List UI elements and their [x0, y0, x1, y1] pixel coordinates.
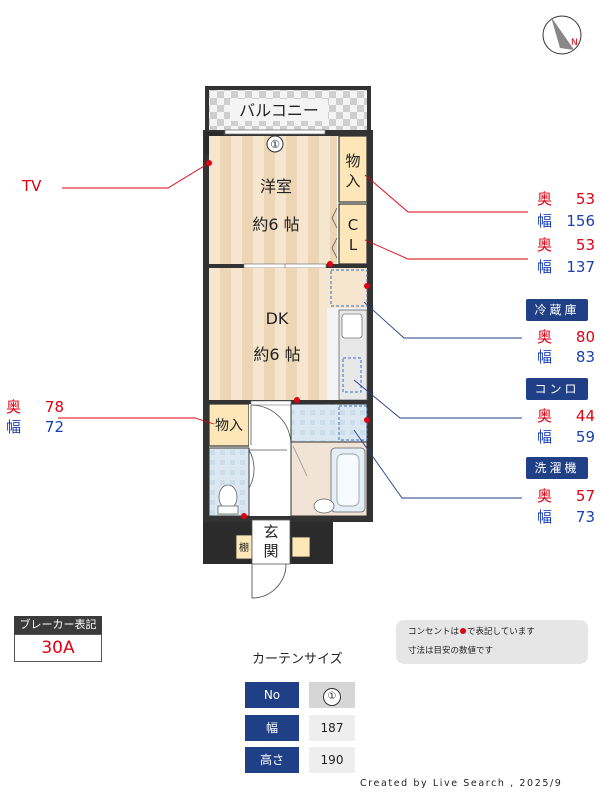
- dk-room: [209, 268, 327, 400]
- outlet-dot: [294, 397, 300, 403]
- note-line1-b: で表記しています: [467, 627, 535, 637]
- svg-text:物入: 物入: [215, 418, 243, 434]
- washbasin: [313, 498, 335, 514]
- stove-space: [342, 357, 362, 393]
- outlet-dot: [241, 513, 247, 519]
- note-line2: 寸法は目安の数値です: [408, 646, 494, 656]
- closet: [338, 203, 368, 265]
- outlet-dot: [327, 261, 333, 267]
- stove-badge: コンロ: [526, 378, 588, 400]
- balcony-label: バルコニー: [239, 101, 319, 120]
- svg-text:物: 物: [345, 152, 360, 170]
- outlet-dot-icon: [460, 628, 467, 634]
- svg-text:C: C: [348, 216, 358, 234]
- curtain-title: カーテンサイズ: [252, 652, 343, 667]
- dk-name: DK: [266, 309, 289, 328]
- sink: [341, 313, 363, 339]
- curtain-marker: ①: [270, 138, 280, 151]
- curtain-no-value: ①: [309, 682, 355, 708]
- western-room: [209, 136, 337, 264]
- svg-text:L: L: [349, 236, 358, 254]
- outlet-dot: [364, 417, 370, 423]
- outlet-dot: [364, 283, 370, 289]
- compass-icon: N: [542, 15, 582, 55]
- credit-text: Created by Live Search , 2025/9: [360, 778, 563, 789]
- curtain-height-value: 190: [309, 747, 355, 773]
- outlet-note: コンセントはで表記しています 寸法は目安の数値です: [396, 620, 588, 664]
- curtain-height-label: 高さ: [245, 747, 299, 773]
- storage-1: [338, 135, 368, 203]
- entrance: [251, 519, 291, 565]
- note-line1-a: コンセントは: [408, 627, 460, 637]
- tv-leader: [62, 162, 210, 189]
- breaker-label: ブレーカー表記: [14, 616, 102, 634]
- svg-text:入: 入: [345, 172, 360, 190]
- svg-text:関: 関: [263, 542, 278, 560]
- curtain-width-value: 187: [309, 715, 355, 741]
- fridge-badge: 冷蔵庫: [526, 299, 588, 321]
- curtain-width-label: 幅: [245, 715, 299, 741]
- dk-size: 約6 帖: [253, 345, 300, 364]
- curtain-no-label: No: [245, 682, 299, 708]
- western-room-name: 洋室: [260, 177, 292, 196]
- breaker-value: 30A: [14, 634, 102, 662]
- western-room-size: 約6 帖: [252, 215, 299, 234]
- svg-text:N: N: [571, 38, 578, 48]
- tv-label: TV: [22, 177, 42, 195]
- fridge-space: [330, 269, 368, 307]
- svg-text:玄: 玄: [263, 523, 278, 541]
- washer-badge: 洗濯機: [526, 457, 588, 479]
- shelf-label: 棚: [239, 541, 249, 554]
